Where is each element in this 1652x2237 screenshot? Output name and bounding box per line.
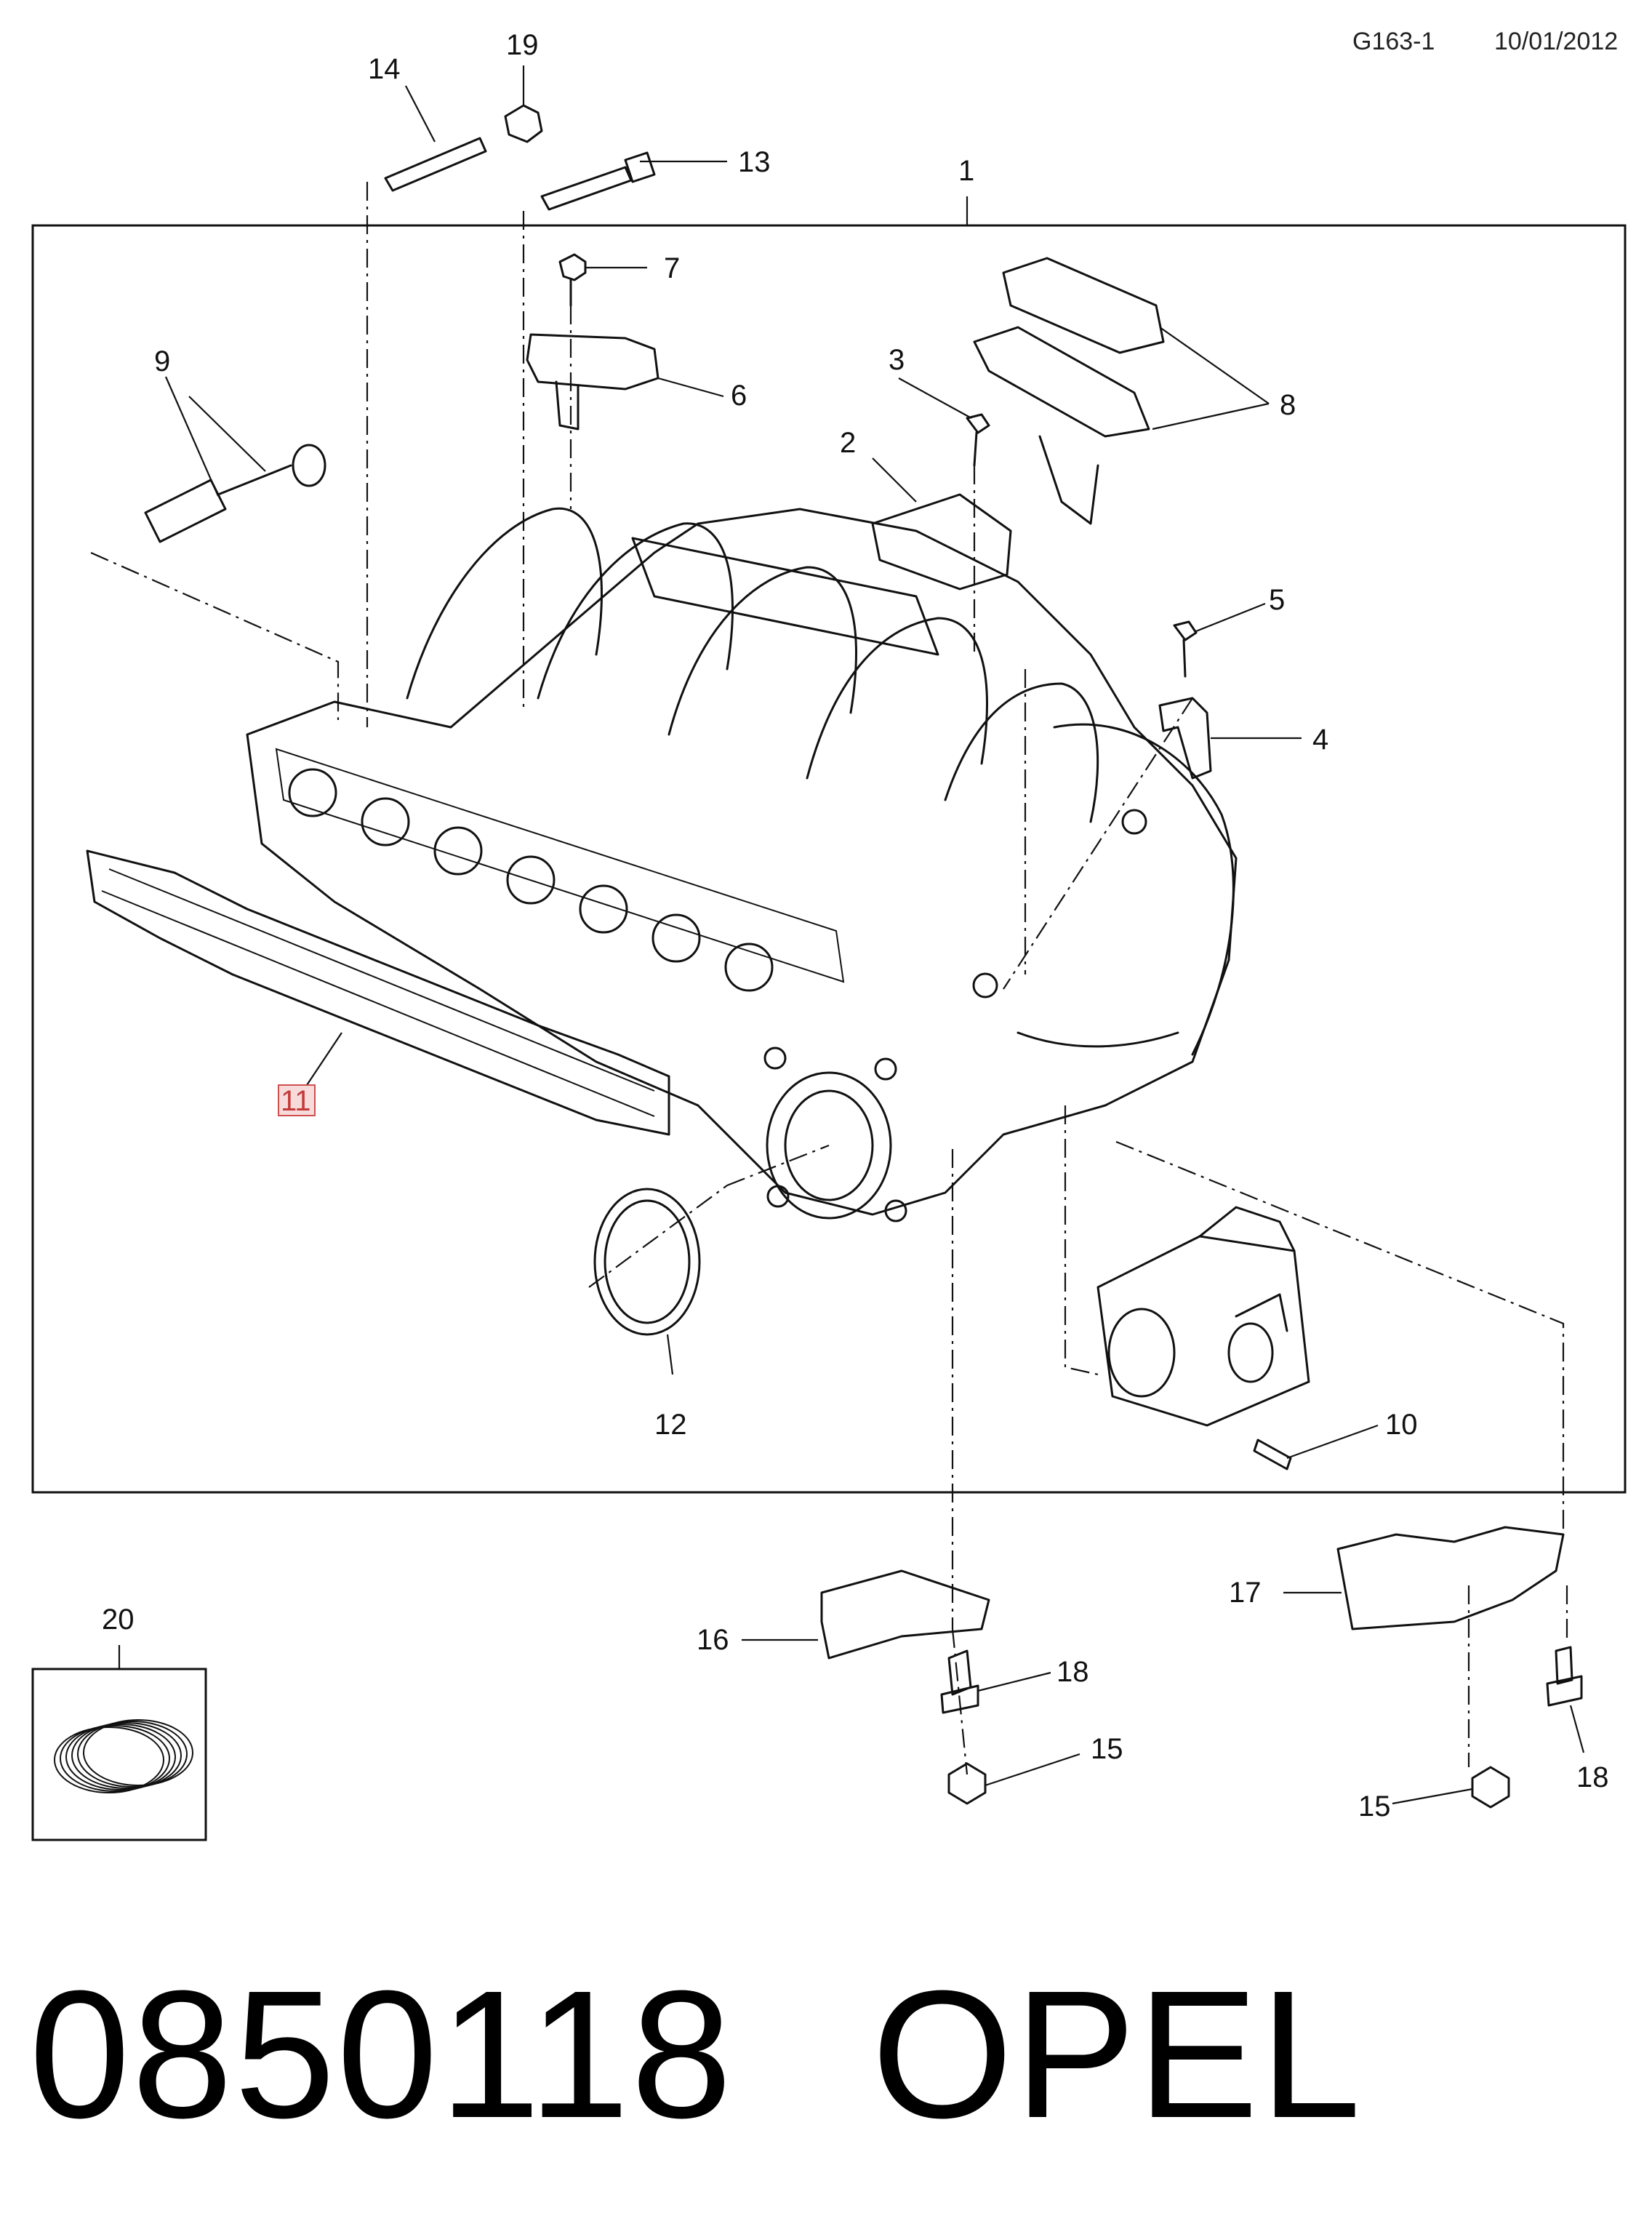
callout-5: 5 xyxy=(1269,584,1285,616)
egr-gaskets xyxy=(973,257,1165,525)
bracket xyxy=(871,493,1012,591)
manifold-port xyxy=(288,768,774,992)
brand-name: OPEL xyxy=(871,1953,1363,2156)
leader-lines xyxy=(164,65,1585,1805)
bracket-screw xyxy=(966,413,990,467)
callout-8: 8 xyxy=(1280,389,1296,421)
stud-spacer xyxy=(144,444,326,543)
throttle-bolt xyxy=(1253,1438,1292,1470)
clip-screw xyxy=(1173,620,1198,678)
callout-17: 17 xyxy=(1229,1577,1262,1609)
clamp-box xyxy=(31,1668,207,1841)
bracket-nut-right xyxy=(1471,1766,1510,1809)
callout-11: 11 xyxy=(281,1085,311,1117)
bracket-bolt-right xyxy=(1546,1646,1583,1707)
callout-18a: 18 xyxy=(1056,1656,1089,1688)
callout-3: 3 xyxy=(889,344,905,376)
manifold-gasket xyxy=(86,849,670,1136)
throttle-body-gasket xyxy=(593,1188,701,1336)
manifold-stud xyxy=(384,137,487,192)
callout-4: 4 xyxy=(1312,724,1328,756)
assembly-line xyxy=(90,182,1568,1775)
bracket-nut-left xyxy=(947,1762,987,1805)
callout-10: 10 xyxy=(1385,1409,1418,1441)
throttle-body xyxy=(1096,1206,1310,1427)
sensor-screw xyxy=(558,253,587,307)
hose-clamp xyxy=(54,1719,193,1793)
callout-11-highlight xyxy=(278,1084,316,1116)
part-number: 0850118 xyxy=(29,1953,734,2156)
manifold-bolt xyxy=(540,151,656,211)
callout-7: 7 xyxy=(664,252,680,284)
bracket-bolt-left xyxy=(940,1649,979,1714)
intake-manifold xyxy=(246,507,1238,1222)
callout-15a: 15 xyxy=(1091,1733,1123,1765)
throttle-flange xyxy=(763,1047,907,1222)
callout-18b: 18 xyxy=(1576,1761,1609,1793)
callout-13: 13 xyxy=(738,146,771,178)
manifold-nut xyxy=(504,104,543,143)
callout-12: 12 xyxy=(654,1409,687,1441)
support-bracket-left xyxy=(820,1569,990,1660)
callout-6: 6 xyxy=(731,380,747,412)
callout-19: 19 xyxy=(506,29,539,61)
wire-clip xyxy=(1158,697,1212,780)
diagram-reference: G163-1 xyxy=(1352,28,1435,55)
assembly-frame xyxy=(31,224,1627,1494)
callout-14: 14 xyxy=(368,53,401,85)
map-sensor xyxy=(526,333,659,431)
support-bracket-right xyxy=(1336,1526,1565,1630)
callout-9: 9 xyxy=(154,345,170,377)
diagram-date: 10/01/2012 xyxy=(1494,28,1619,55)
callout-2: 2 xyxy=(840,427,856,459)
exploded-parts-diagram: 1 19 14 13 7 6 3 2 8 5 4 9 11 12 10 20 1… xyxy=(31,29,1627,1841)
callout-15b: 15 xyxy=(1358,1790,1391,1822)
callout-1: 1 xyxy=(958,155,974,187)
callout-20: 20 xyxy=(102,1604,135,1636)
callout-16: 16 xyxy=(697,1624,729,1656)
